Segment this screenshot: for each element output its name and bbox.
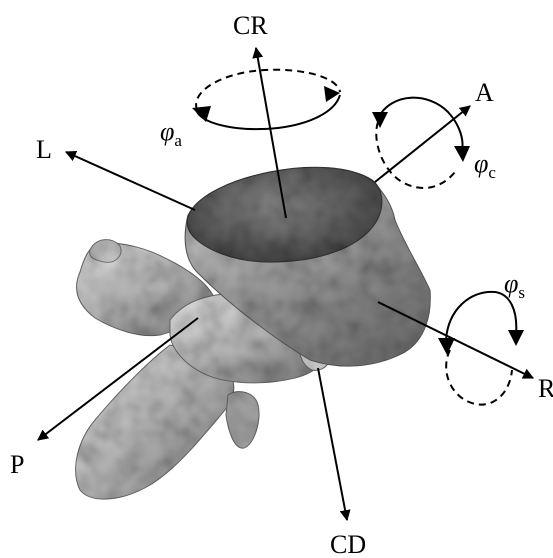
label-phi-s: φs <box>504 269 525 302</box>
label-phi-c: φc <box>474 149 496 182</box>
rotation-coronal-arrowhead-left <box>372 112 388 128</box>
rotation-axial-dashed <box>196 70 340 110</box>
phi-c-subscript: c <box>488 163 496 182</box>
label-cd: CD <box>330 530 366 558</box>
rotation-sagittal-arrowhead-left <box>438 338 455 355</box>
rotation-sagittal-solid <box>446 292 516 340</box>
phi-a-symbol: φ <box>160 117 174 146</box>
label-phi-a: φa <box>160 117 182 150</box>
rotation-coronal-arrowhead-right <box>454 146 470 162</box>
label-cr: CR <box>233 11 268 40</box>
phi-a-subscript: a <box>174 131 182 150</box>
phi-s-symbol: φ <box>504 269 518 298</box>
phi-s-subscript: s <box>518 283 525 302</box>
label-l: L <box>36 135 52 164</box>
rotation-sagittal <box>438 292 524 405</box>
phi-c-symbol: φ <box>474 149 488 178</box>
rotation-coronal-solid <box>378 98 462 150</box>
rotation-sagittal-arrowhead-right <box>508 330 524 346</box>
axis-l-arrow <box>66 152 195 210</box>
vertebra-render <box>76 167 431 499</box>
lamina-bump <box>226 392 259 449</box>
label-a: A <box>475 78 494 107</box>
label-r: R <box>538 374 553 403</box>
label-p: P <box>10 450 24 479</box>
axis-cd-arrow <box>318 368 347 520</box>
rotation-coronal-dashed <box>376 122 455 188</box>
rotation-axial-arrowhead-left <box>192 106 211 122</box>
rotation-coronal <box>372 98 470 188</box>
process-knob <box>90 240 121 263</box>
rotation-sagittal-dashed <box>446 350 512 405</box>
